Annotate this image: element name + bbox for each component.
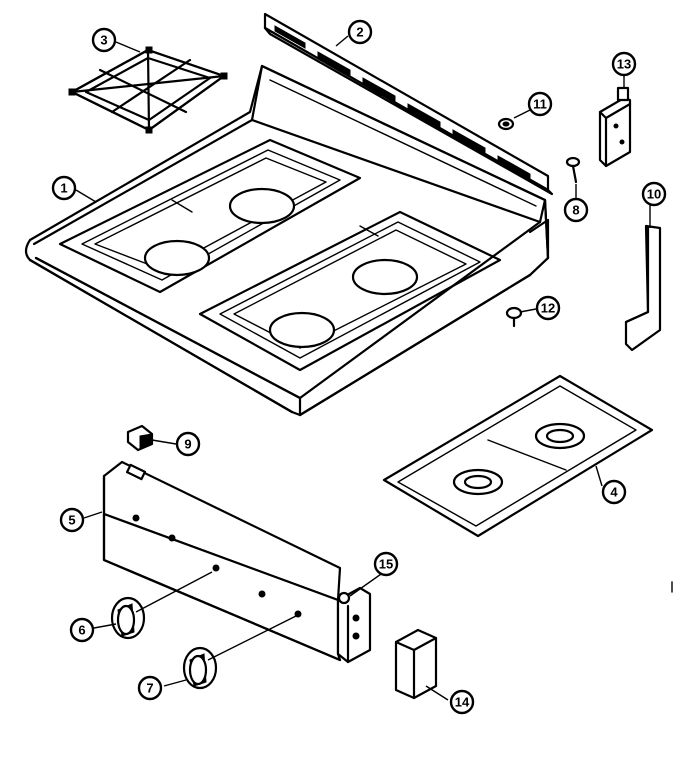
callout-8: 8 [563, 197, 589, 223]
back-trim-strip [263, 12, 554, 196]
control-panel [102, 460, 372, 664]
main-cooktop [24, 64, 550, 417]
control-knob-7 [182, 646, 218, 690]
callout-4: 4 [601, 479, 627, 505]
svg-text:2: 2 [356, 25, 363, 40]
side-trim [624, 224, 662, 352]
burner-grate [68, 46, 228, 134]
switch-part [126, 424, 154, 452]
svg-text:15: 15 [379, 557, 393, 572]
callout-14: 14 [449, 689, 475, 715]
drip-tray [382, 374, 654, 538]
svg-text:9: 9 [184, 437, 191, 452]
svg-text:4: 4 [610, 485, 618, 500]
svg-text:13: 13 [617, 57, 631, 72]
callout-7: 7 [137, 675, 163, 701]
callout-10: 10 [641, 181, 667, 207]
mounting-bracket [598, 86, 632, 168]
cover-box [394, 628, 438, 700]
screw-8 [565, 156, 581, 184]
svg-text:14: 14 [455, 695, 470, 710]
callout-3: 3 [91, 27, 117, 53]
callout-2: 2 [347, 19, 373, 45]
callout-9: 9 [175, 431, 201, 457]
svg-text:1: 1 [60, 181, 67, 196]
callout-13: 13 [611, 51, 637, 77]
callout-5: 5 [59, 507, 85, 533]
fastener-11 [497, 117, 515, 131]
svg-text:12: 12 [541, 301, 555, 316]
svg-text:5: 5 [68, 513, 75, 528]
control-knob-6 [110, 596, 146, 640]
svg-text:8: 8 [572, 203, 579, 218]
svg-text:7: 7 [146, 681, 153, 696]
screw-12 [505, 306, 523, 328]
callout-6: 6 [69, 617, 95, 643]
callout-12: 12 [535, 295, 561, 321]
callout-15: 15 [373, 551, 399, 577]
svg-text:3: 3 [100, 33, 107, 48]
svg-text:11: 11 [533, 97, 547, 112]
callout-11: 11 [527, 91, 553, 117]
leader-lines [75, 35, 651, 701]
svg-text:10: 10 [647, 187, 661, 202]
callout-1: 1 [51, 175, 77, 201]
svg-text:6: 6 [78, 623, 85, 638]
